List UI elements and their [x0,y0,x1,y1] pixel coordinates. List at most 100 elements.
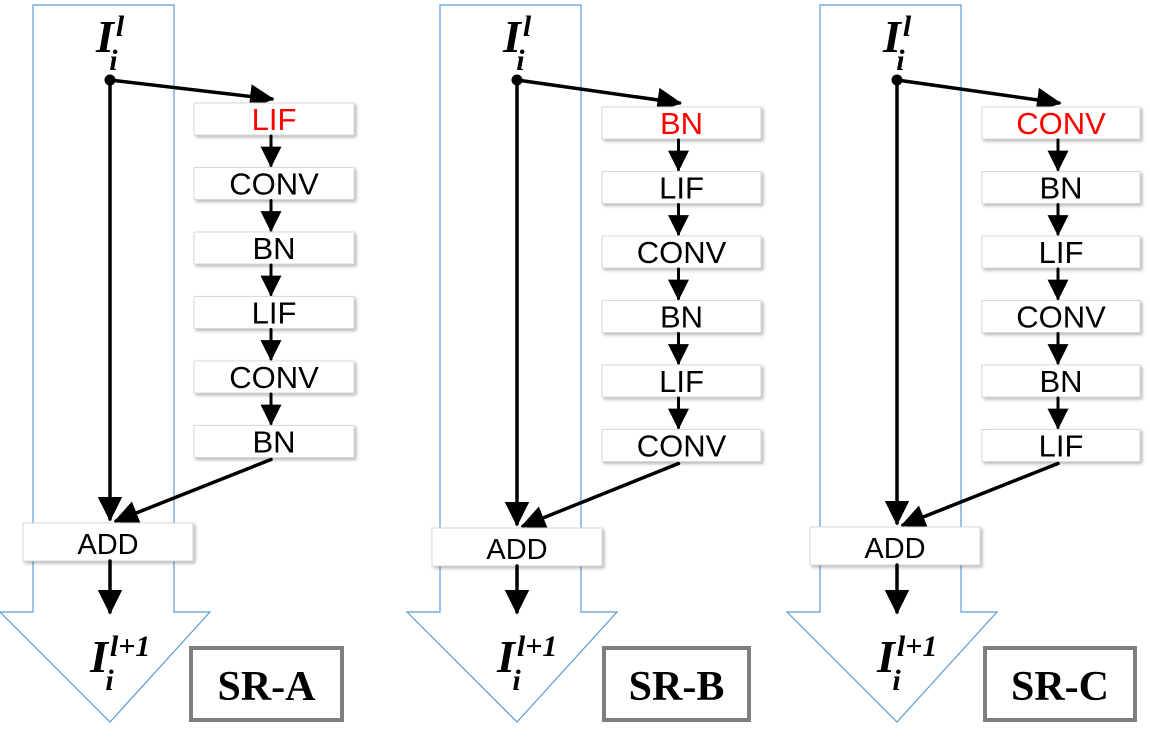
symbol-superscript: l [116,10,125,43]
variant-tag-border [983,646,1137,722]
symbol-subscript: i [892,664,901,697]
branch-merge-arrow [900,461,1060,529]
layer-label: LIF [659,171,704,206]
layer-box-rect [981,364,1141,398]
layer-label: BN [1039,171,1082,206]
variant-tag-border [602,646,751,722]
add-label: ADD [486,534,547,566]
variant-tag-label: SR-C [1011,664,1109,710]
variant-tag: SR-C [983,646,1137,722]
layer-box-rect [601,364,762,398]
layer-label: BN [252,231,295,266]
layer-label: CONV [1016,106,1106,141]
layer-box-conv: CONV [601,235,762,270]
layer-label: LIF [252,102,297,137]
flow-arrow-outline [405,4,619,723]
layer-label: LIF [1039,235,1084,270]
layer-box-rect [601,106,762,140]
branch-entry-arrow [895,78,1062,113]
flow-arrow-outline [0,4,212,723]
layer-box-rect [981,429,1141,462]
variant-tag-border [189,646,344,722]
symbol-base: I [496,631,517,682]
layer-label: BN [1039,364,1082,399]
layer-label: LIF [659,364,704,399]
layer-box-conv: CONV [981,300,1141,335]
layer-box-bn: BN [193,231,355,266]
layer-label: BN [252,425,295,460]
add-box: ADD [809,526,981,566]
add-box-rect [809,526,981,566]
variant-tag: SR-B [602,646,751,722]
layer-box-conv: CONV [193,360,355,395]
branch-entry-arrow [515,78,682,113]
symbol-subscript: i [105,664,114,697]
layer-label: CONV [637,235,727,270]
symbol-base: I [95,11,116,62]
symbol-superscript: l+1 [897,630,937,663]
layer-label: CONV [229,167,319,202]
layer-label: LIF [1039,429,1084,464]
layer-box-rect [981,106,1141,140]
layer-box-bn: BN [601,300,762,335]
layer-label: BN [660,300,703,335]
symbol-superscript: l+1 [517,630,557,663]
layer-box-rect [193,425,355,458]
symbol-base: I [876,631,897,682]
layer-box-conv: CONV [193,167,355,202]
layer-label: BN [660,106,703,141]
layer-box-rect [601,171,762,204]
layer-box-rect [601,429,762,462]
layer-box-rect [981,171,1141,204]
layer-box-rect [193,167,355,200]
layer-box-lif: LIF [601,364,762,399]
layer-box-rect [981,300,1141,333]
add-label: ADD [77,529,138,561]
layer-box-lif: LIF [601,171,762,206]
symbol-superscript: l [523,10,532,43]
variant-tag: SR-A [189,646,344,722]
layer-box-rect [193,231,355,265]
layer-box-lif: LIF [193,296,355,331]
layer-box-bn: BN [981,171,1141,206]
layer-label: CONV [229,360,319,395]
layer-box-lif: LIF [193,102,355,137]
layer-label: CONV [1016,300,1106,335]
layer-box-rect [981,235,1141,269]
add-box-rect [431,527,603,567]
symbol-subscript: i [109,44,118,77]
symbol-subscript: i [516,44,525,77]
layer-box-rect [601,300,762,333]
layer-label: CONV [637,429,727,464]
add-box-rect [22,522,194,562]
branch-merge-arrow [520,461,681,530]
layer-box-rect [601,235,762,269]
layer-label: LIF [252,296,297,331]
layer-box-rect [193,360,355,394]
symbol-base: I [502,11,523,62]
layer-box-conv: CONV [981,106,1141,141]
symbol-base: I [882,11,903,62]
layer-box-bn: BN [193,425,355,460]
symbol-subscript: i [512,664,521,697]
layer-box-rect [193,102,355,136]
symbol-base: I [89,631,110,682]
layer-box-lif: LIF [981,235,1141,270]
branch-merge-arrow [113,457,273,525]
symbol-superscript: l [903,10,912,43]
variant-tag-label: SR-A [217,664,316,710]
layer-box-rect [193,296,355,329]
symbol-subscript: i [896,44,905,77]
add-box: ADD [431,527,603,567]
branch-entry-arrow [108,78,275,109]
variant-tag-label: SR-B [629,664,725,710]
